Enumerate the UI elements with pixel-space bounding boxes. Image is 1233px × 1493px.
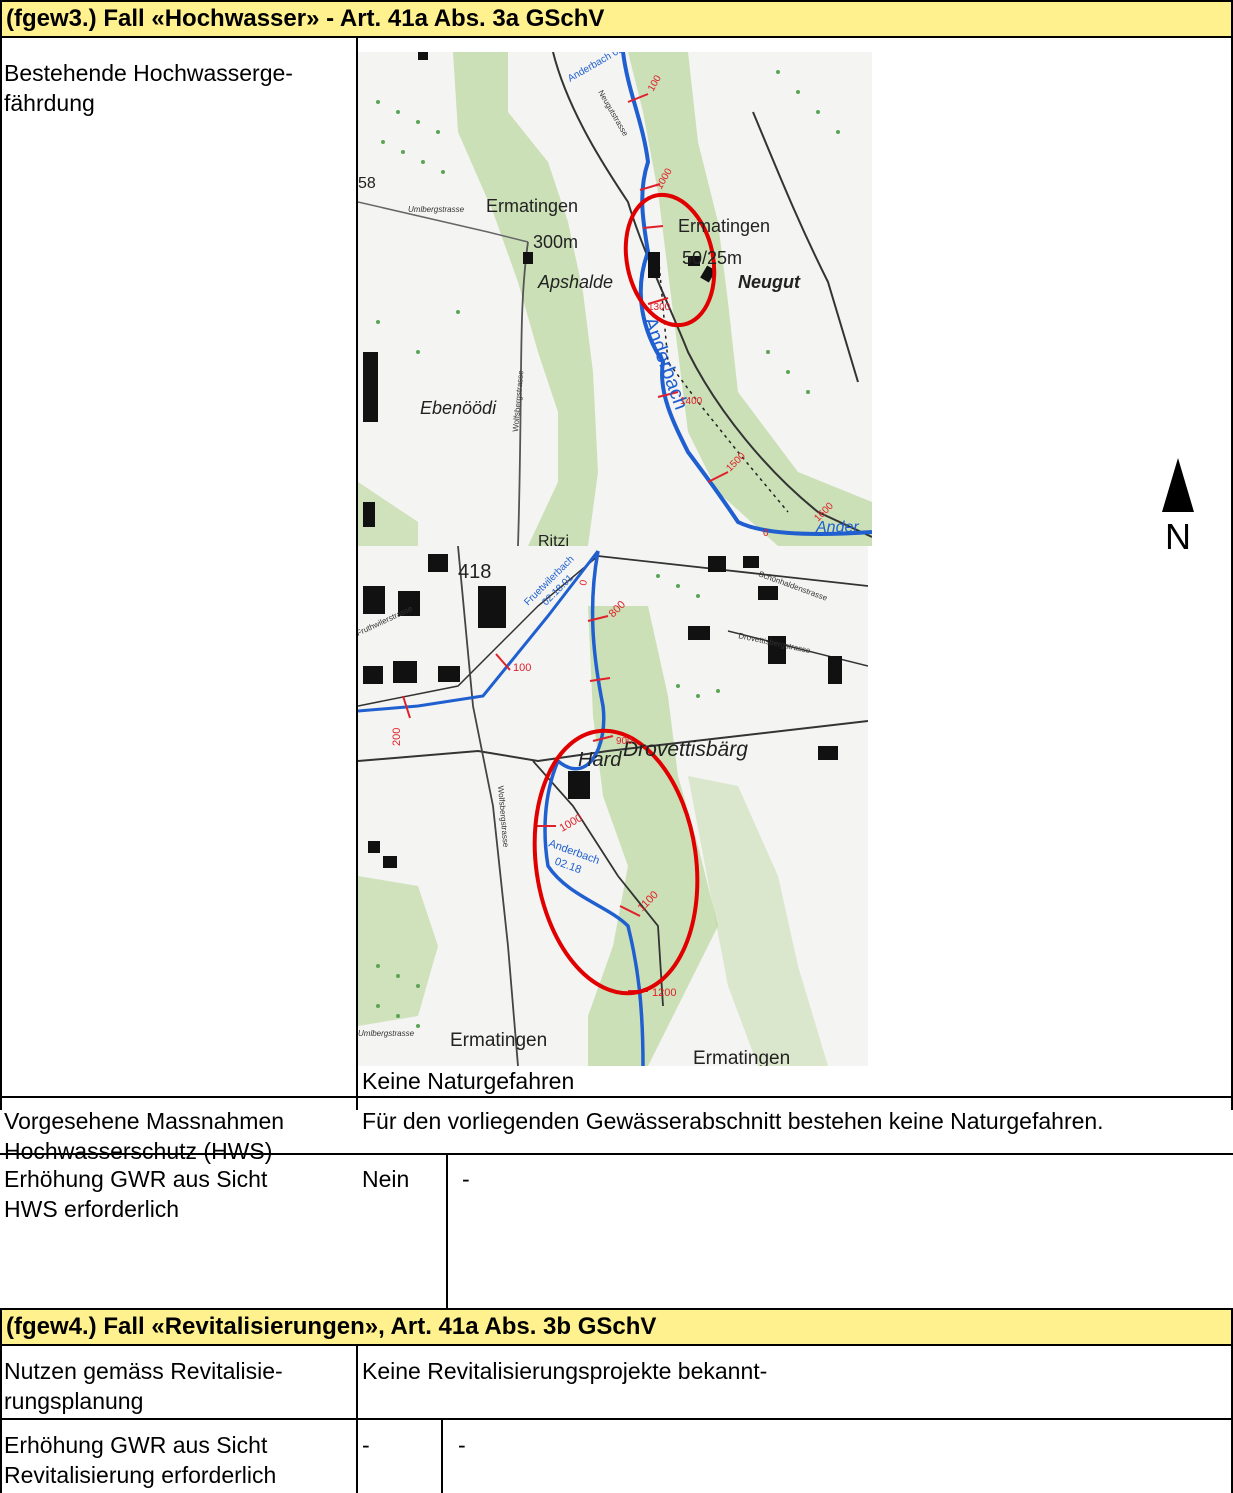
table-divider-gwr: [441, 1420, 443, 1493]
map-label: Ander: [815, 519, 859, 536]
map-label: Apshalde: [537, 272, 613, 292]
row-label-gwr-hws: Erhöhung GWR aus Sicht HWS erforderlich: [4, 1164, 267, 1224]
map-label: Ermatingen: [678, 216, 770, 236]
map-label: 1400: [680, 396, 703, 407]
map-top-image: Ermatingen 300m Ermatingen 50/25m Apshal…: [358, 52, 872, 546]
table-divider-gwr: [446, 1155, 448, 1310]
map-label: 418: [458, 561, 491, 583]
table-border-right: [1231, 36, 1233, 1110]
map-label: 1200: [652, 987, 676, 999]
map-label: 1300: [648, 302, 671, 313]
north-arrow: N: [1158, 458, 1198, 557]
row-divider: [0, 1096, 1233, 1098]
row-label-measures: Vorgesehene Massnahmen Hochwasserschutz …: [4, 1106, 284, 1166]
row-label-gwr-revit: Erhöhung GWR aus Sicht Revitalisierung e…: [4, 1430, 276, 1490]
map-label: Hard: [578, 749, 622, 771]
map-bottom: 418 Drovettisbärg Hard Ermatingen Ermati…: [358, 546, 868, 1066]
north-arrow-icon: [1162, 458, 1194, 512]
map-label: 50/25m: [682, 248, 742, 268]
table-divider-label: [356, 36, 358, 1110]
map-label: 900: [616, 736, 633, 747]
map-top: Ermatingen 300m Ermatingen 50/25m Apshal…: [358, 52, 872, 546]
row-value-gwr-hws: Nein: [362, 1166, 410, 1192]
map-label: Umlbergstrasse: [358, 1029, 415, 1038]
row-label-hazard: Bestehende Hochwasserge- fährdung: [4, 58, 293, 118]
row-label-line: Revitalisierung erforderlich: [4, 1462, 277, 1488]
row-label-line: Nutzen gemäss Revitalisie-: [4, 1358, 283, 1384]
row-label-line: Bestehende Hochwasserge-: [4, 60, 293, 86]
row-value-gwr-revit: -: [362, 1432, 370, 1458]
row-label-benefit: Nutzen gemäss Revitalisie- rungsplanung: [4, 1356, 283, 1416]
row-label-line: Erhöhung GWR aus Sicht: [4, 1432, 268, 1458]
section-heading-text: (fgew4.) Fall «Revitalisierungen», Art. …: [6, 1313, 657, 1340]
map-label: Ermatingen: [486, 196, 578, 216]
map-label: Drovettisbärg: [623, 738, 748, 761]
section-heading-revitalisierung: (fgew4.) Fall «Revitalisierungen», Art. …: [0, 1308, 1233, 1346]
map-label: 100: [513, 662, 531, 674]
row-value-benefit: Keine Revitalisierungsprojekte bekannt-: [362, 1358, 768, 1384]
map-bottom-image: 418 Drovettisbärg Hard Ermatingen Ermati…: [358, 546, 868, 1066]
map-label: 200: [391, 728, 403, 746]
north-arrow-label: N: [1165, 516, 1191, 557]
map-label: Ermatingen: [693, 1048, 790, 1066]
row-label-line: fährdung: [4, 90, 95, 116]
map-label: 58: [358, 175, 376, 192]
row-value-measures: Für den vorliegenden Gewässerabschnitt b…: [362, 1108, 1104, 1134]
map-label: Ebenöödi: [420, 398, 497, 418]
row-note-gwr-revit: -: [458, 1432, 466, 1458]
map-caption: Keine Naturgefahren: [362, 1068, 575, 1094]
map-label: Neugut: [738, 272, 801, 292]
section-heading-text: (fgew3.) Fall «Hochwasser» - Art. 41a Ab…: [6, 5, 605, 32]
row-label-line: Vorgesehene Massnahmen: [4, 1108, 285, 1134]
row-label-line: Erhöhung GWR aus Sicht: [4, 1166, 268, 1192]
map-label: Ritzi: [538, 533, 569, 546]
row-label-line: Hochwasserschutz (HWS): [4, 1138, 273, 1164]
table-border-left: [0, 36, 2, 1110]
row-label-line: rungsplanung: [4, 1388, 144, 1414]
map-label: 0: [578, 579, 590, 587]
map-label: 300m: [533, 232, 578, 252]
map-label: 0: [763, 528, 769, 539]
row-divider: [0, 1153, 1233, 1155]
section-heading-hochwasser: (fgew3.) Fall «Hochwasser» - Art. 41a Ab…: [0, 0, 1233, 38]
map-label: Umlbergstrasse: [408, 205, 465, 214]
map-label: Ermatingen: [450, 1030, 547, 1051]
row-note-gwr-hws: -: [462, 1166, 470, 1192]
row-divider: [0, 1418, 1233, 1420]
row-label-line: HWS erforderlich: [4, 1196, 180, 1222]
